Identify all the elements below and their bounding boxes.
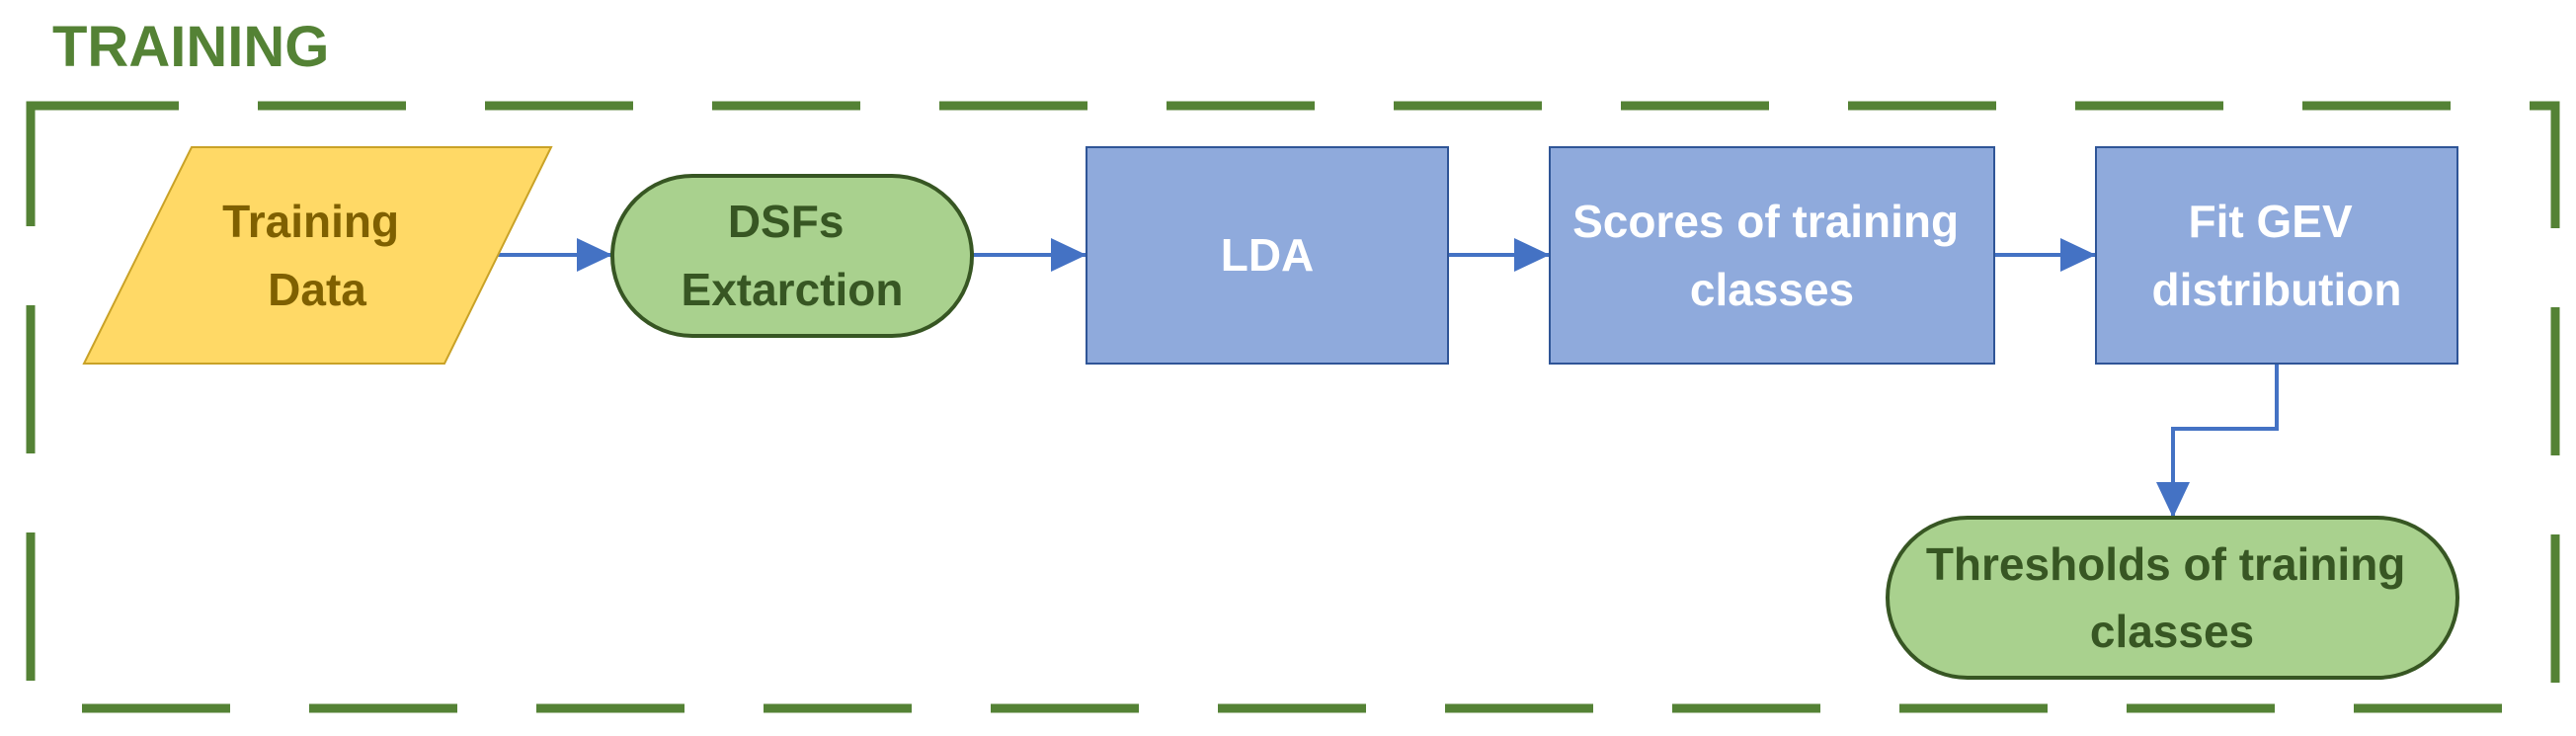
edge-fit-gev-to-thresholds (2156, 364, 2279, 518)
dsfs-extraction-line-2: Extarction (682, 264, 904, 315)
node-training-data: Training Data (82, 146, 553, 365)
node-fit-gev: Fit GEV distribution (2095, 146, 2458, 365)
fit-gev-shape (2095, 146, 2458, 365)
section-title: TRAINING (52, 15, 329, 79)
dsfs-extraction-label: DSFs Extarction (682, 196, 904, 315)
training-data-label: Training Data (222, 196, 412, 315)
edges (496, 238, 2279, 518)
lda-shape (1086, 146, 1449, 365)
training-frame (26, 101, 2560, 713)
fit-gev-line-2: distribution (2152, 264, 2402, 315)
dsfs-extraction-line-1: DSFs (728, 196, 845, 247)
scores-line-1: Scores of training (1572, 196, 1959, 247)
scores-label: Scores of training classes (1572, 196, 1972, 315)
thresholds-line-2: classes (2090, 606, 2254, 657)
fit-gev-line-1: Fit GEV (2189, 196, 2353, 247)
node-lda: LDA (1086, 146, 1449, 365)
thresholds-shape (1886, 516, 2459, 680)
fit-gev-label: Fit GEV distribution (2152, 196, 2402, 315)
training-data-shape (82, 146, 553, 365)
lda-label: LDA (1221, 229, 1315, 281)
node-thresholds: Thresholds of training classes (1886, 516, 2459, 680)
training-data-line-1: Training (222, 196, 399, 247)
scores-line-2: classes (1690, 264, 1854, 315)
node-dsfs-extraction: DSFs Extarction (610, 174, 974, 338)
thresholds-line-1: Thresholds of training (1926, 538, 2406, 590)
training-data-line-2: Data (268, 264, 366, 315)
dsfs-extraction-shape (610, 174, 974, 338)
thresholds-label: Thresholds of training classes (1926, 538, 2418, 657)
lda-line-1: LDA (1221, 229, 1315, 281)
scores-shape (1549, 146, 1995, 365)
node-scores: Scores of training classes (1549, 146, 1995, 365)
